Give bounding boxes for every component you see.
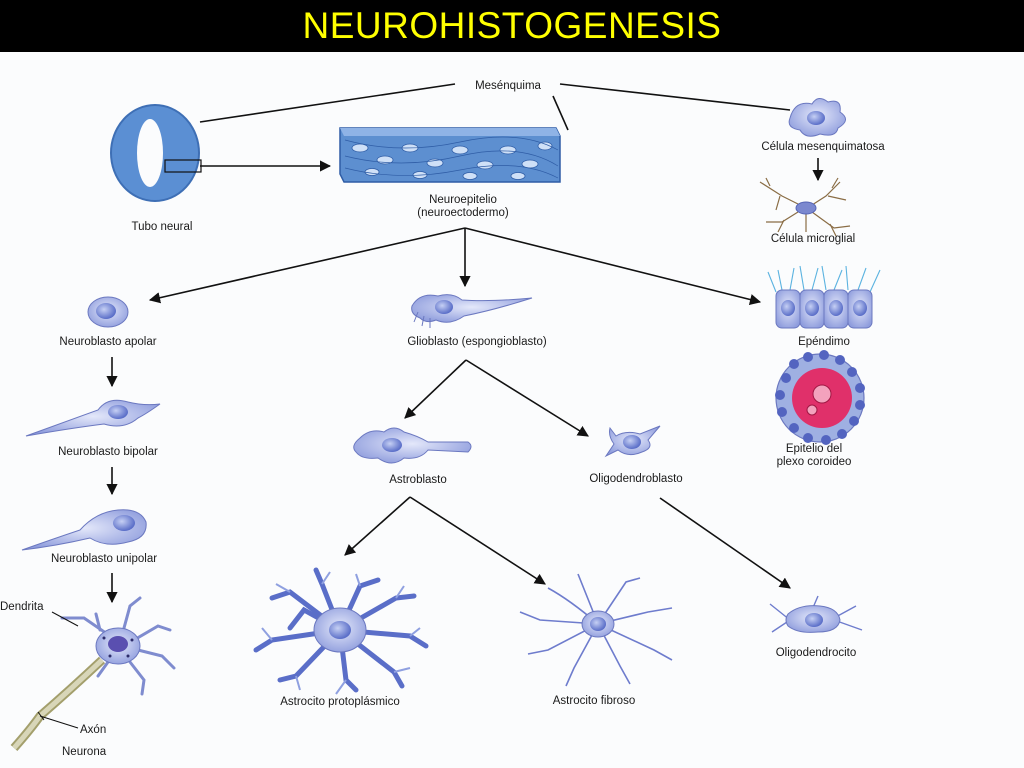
mesenquima-to-mesenchymal-cell-line xyxy=(559,83,791,111)
page-title: NEUROHISTOGENESIS xyxy=(302,5,722,46)
label-neuroectodermo: (neuroectodermo) xyxy=(417,207,509,219)
mesenquima-to-neuroepithelium-line xyxy=(552,95,569,131)
astroblast-illustration xyxy=(353,427,472,464)
fibrous-astrocyte-illustration xyxy=(519,573,673,687)
neural-tube-illustration xyxy=(110,104,202,202)
label-celula-microglial: Célula microglial xyxy=(771,233,855,245)
connector-lines xyxy=(106,83,824,604)
bipolar-neuroblast-illustration xyxy=(25,399,161,437)
astroblast-to-fibrous-arrow xyxy=(409,496,546,585)
oligodendrocyte-illustration xyxy=(769,595,863,633)
label-mesenquima: Mesénquima xyxy=(475,80,541,92)
neuroepithelium-to-ependyma-arrow xyxy=(464,227,762,305)
label-oligodendroblasto: Oligodendroblasto xyxy=(589,473,682,485)
protoplasmic-astrocyte-illustration xyxy=(253,567,429,695)
neuroepithelium-illustration xyxy=(339,127,561,183)
neuroepithelium-to-apolar-arrow xyxy=(148,227,466,304)
unipolar-neuroblast-illustration xyxy=(21,509,147,551)
label-plexo-coroideo: plexo coroideo xyxy=(777,456,852,468)
label-axon: Axón xyxy=(80,724,106,736)
ependyma-illustration xyxy=(767,265,881,329)
label-celula-mesenquimatosa: Célula mesenquimatosa xyxy=(761,141,885,153)
label-glioblasto: Glioblasto (espongioblasto) xyxy=(407,336,547,348)
label-neuroblasto-unipolar: Neuroblasto unipolar xyxy=(51,553,157,565)
label-ependimo: Epéndimo xyxy=(798,336,850,348)
label-astrocito-protoplasmico: Astrocito protoplásmico xyxy=(280,696,400,708)
label-neurona: Neurona xyxy=(62,746,107,758)
label-dendrita: Dendrita xyxy=(0,601,44,613)
mesenquima-to-tube-line xyxy=(199,83,456,123)
label-oligodendrocito: Oligodendrocito xyxy=(776,647,857,659)
mesenchymal-cell-illustration xyxy=(788,98,846,137)
oligodendroblast-to-oligodendrocyte-arrow xyxy=(659,497,791,589)
label-neuroepitelio: Neuroepitelio xyxy=(429,194,497,206)
label-neuroblasto-apolar: Neuroblasto apolar xyxy=(59,336,156,348)
diagram-labels: Mesénquima Tubo neural Neuroepitelio (ne… xyxy=(0,80,885,758)
choroid-plexus-illustration xyxy=(775,350,865,445)
glioblast-to-astroblast-arrow xyxy=(404,359,467,419)
oligodendroblast-illustration xyxy=(604,425,661,458)
microglial-cell-illustration xyxy=(759,177,851,237)
title-bar: NEUROHISTOGENESIS xyxy=(0,0,1024,52)
label-neuroblasto-bipolar: Neuroblasto bipolar xyxy=(58,446,158,458)
glioblast-to-oligodendroblast-arrow xyxy=(465,359,589,437)
neuron-illustration xyxy=(10,596,176,751)
label-astrocito-fibroso: Astrocito fibroso xyxy=(553,695,635,707)
astroblast-to-protoplasmic-arrow xyxy=(344,496,411,556)
label-epitelio-del: Epitelio del xyxy=(786,443,842,455)
label-tubo-neural: Tubo neural xyxy=(132,221,193,233)
glioblast-illustration xyxy=(411,294,533,328)
apolar-neuroblast-illustration xyxy=(87,296,129,328)
label-astroblasto: Astroblasto xyxy=(389,474,447,486)
